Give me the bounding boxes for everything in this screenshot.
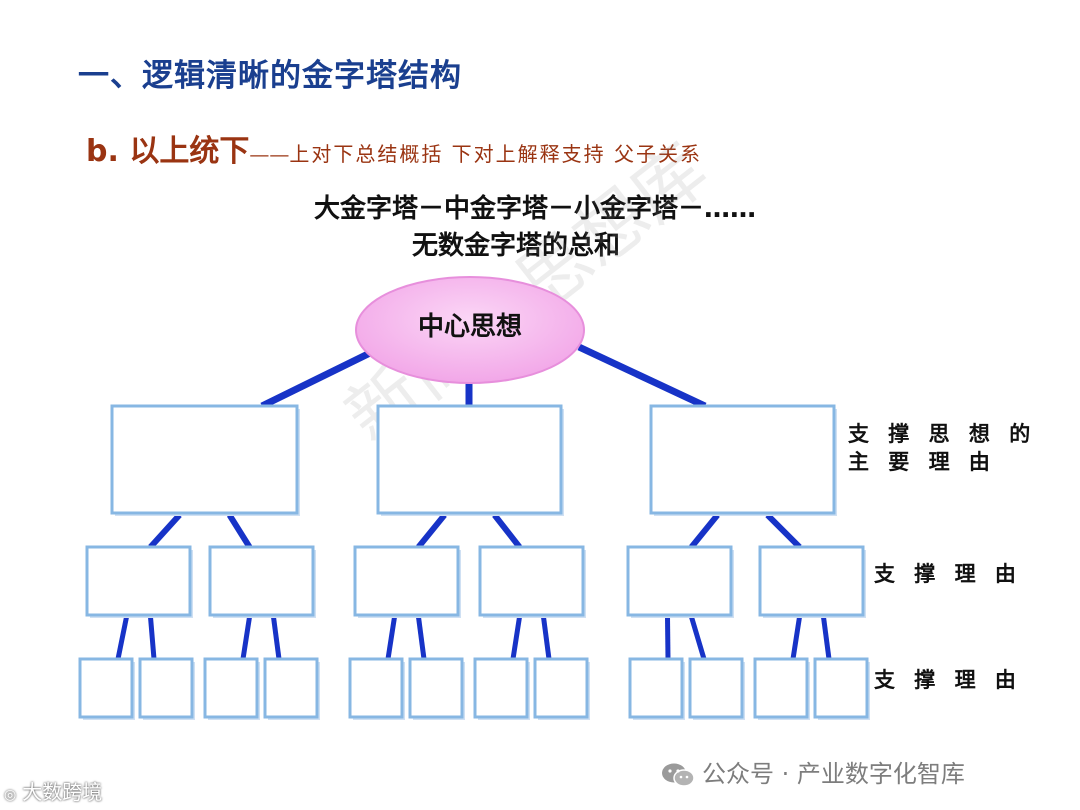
connector-l1-l2 <box>689 513 720 549</box>
level3-box <box>263 657 319 719</box>
logo-icon: ◎ <box>4 787 17 803</box>
level2-label: 支 撑 理 由 <box>874 562 1022 586</box>
subtitle-note: 上对下总结概括 下对上解释支持 父子关系 <box>289 142 703 166</box>
heading-line2: 无数金字塔的总和 <box>411 231 620 261</box>
connector-l2-l3 <box>541 616 552 660</box>
root-label: 中心思想 <box>417 312 522 342</box>
connector-l2-l3 <box>271 616 282 660</box>
wechat-icon <box>662 763 695 787</box>
level3-label: 支 撑 理 由 <box>874 668 1022 692</box>
level3-box <box>473 657 529 719</box>
level3-box <box>203 657 259 719</box>
slide-title: 一、逻辑清晰的金字塔结构 <box>78 58 462 94</box>
subtitle: b. 以上统下——上对下总结概括 下对上解释支持 父子关系 <box>86 126 702 170</box>
wechat-attribution: 公众号 · 产业数字化智库 <box>660 754 965 789</box>
level1-label-line2: 主 要 理 由 <box>848 450 996 474</box>
level3-box <box>813 657 869 719</box>
connector-root-l1-0 <box>260 348 374 410</box>
level3-box <box>138 657 194 719</box>
level1-box <box>649 404 836 515</box>
level2-box <box>626 545 733 617</box>
level3-box <box>78 657 134 719</box>
connector-l2-l3 <box>510 616 522 660</box>
connector-l2-l3 <box>148 616 157 660</box>
level3-box <box>533 657 589 719</box>
heading-line1: 大金字塔－中金字塔－小金字塔－…… <box>313 194 756 224</box>
connector-l2-l3 <box>385 616 397 660</box>
root-node <box>355 276 585 384</box>
connector-l1-l2 <box>492 513 522 549</box>
level2-box <box>353 545 460 617</box>
connector-l2-l3 <box>689 616 707 660</box>
connector-lines <box>115 343 832 660</box>
level3-box <box>753 657 809 719</box>
level1-box <box>110 404 299 515</box>
connector-l2-l3 <box>416 616 427 660</box>
connector-l1-l2 <box>416 513 447 549</box>
subtitle-main: b. 以上统下 <box>86 134 250 169</box>
connector-l2-l3 <box>665 616 671 660</box>
level3-box <box>408 657 464 719</box>
level2-box <box>758 545 865 617</box>
level3-box <box>688 657 744 719</box>
level3-box <box>348 657 404 719</box>
brand-logo: ◎ 大数跨境 <box>4 776 102 805</box>
level1-box <box>376 404 563 515</box>
connector-l2-l3 <box>821 616 832 660</box>
logo-text: 大数跨境 <box>22 780 103 804</box>
level2-box <box>208 545 315 617</box>
connector-root-l1-2 <box>577 343 707 410</box>
connector-l2-l3 <box>790 616 802 660</box>
level2-box <box>85 545 192 617</box>
level2-box <box>478 545 585 617</box>
connector-l2-l3 <box>115 616 129 660</box>
connector-l2-l3 <box>240 616 252 660</box>
level1-label: 支 撑 思 想 的 主 要 理 由 <box>848 420 1048 476</box>
level1-label-line1: 支 撑 思 想 的 <box>848 422 1037 446</box>
node-boxes <box>78 404 870 720</box>
wechat-text: 公众号 · 产业数字化智库 <box>702 760 965 788</box>
connector-l1-l2 <box>226 513 253 549</box>
connector-l1-l2 <box>765 512 802 550</box>
subtitle-dash: —— <box>249 142 290 166</box>
level3-box <box>628 657 684 719</box>
connector-l1-l2 <box>148 512 182 550</box>
